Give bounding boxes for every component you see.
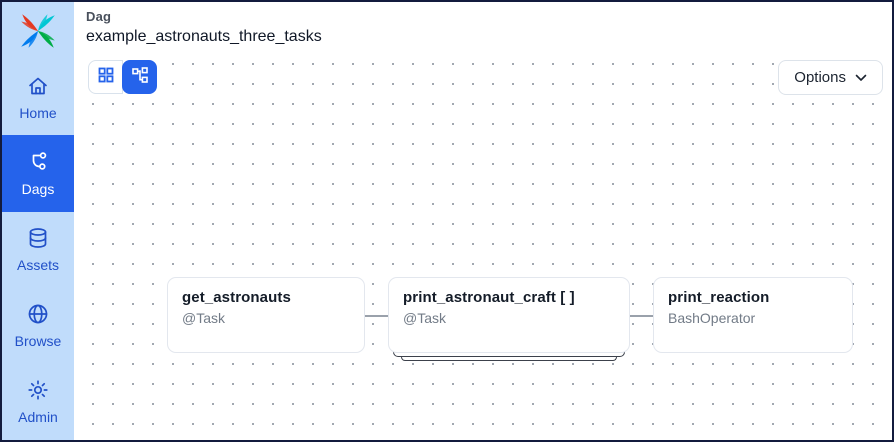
sidebar: Home Dags Assets: [2, 2, 74, 440]
task-operator-label: @Task: [403, 310, 446, 326]
sidebar-item-label: Home: [19, 104, 57, 121]
gear-icon: [26, 378, 50, 402]
task-title: print_reaction: [668, 289, 770, 306]
sidebar-item-admin[interactable]: Admin: [2, 364, 74, 440]
task-title: get_astronauts: [182, 289, 291, 306]
grid-view-button[interactable]: [88, 60, 123, 94]
sidebar-item-label: Admin: [18, 409, 58, 426]
graph-view-button[interactable]: [122, 60, 157, 94]
home-icon: [26, 74, 50, 98]
dag-icon: [26, 150, 50, 174]
task-title: print_astronaut_craft [ ]: [403, 289, 575, 306]
sidebar-item-label: Dags: [21, 181, 55, 198]
sidebar-item-label: Assets: [16, 257, 59, 274]
options-button[interactable]: Options: [778, 60, 883, 95]
database-icon: [26, 226, 50, 250]
sidebar-item-home[interactable]: Home: [2, 59, 74, 135]
dag-graph-canvas[interactable]: Options get_astronauts @Task print_astro…: [74, 55, 892, 440]
view-toggle-group: [88, 60, 157, 94]
task-operator-label: BashOperator: [668, 310, 756, 326]
task-operator-label: @Task: [182, 310, 225, 326]
graph-view-icon: [131, 66, 149, 89]
sidebar-item-browse[interactable]: Browse: [2, 288, 74, 364]
mapped-task-stack-layer: [401, 357, 617, 361]
chevron-down-icon: [855, 69, 867, 86]
airflow-logo[interactable]: [2, 2, 74, 59]
main-panel: Dag example_astronauts_three_tasks: [74, 2, 892, 440]
airflow-pinwheel-icon: [21, 13, 55, 48]
edge-get-astronauts-to-print-astronaut-craft: [365, 315, 389, 317]
task-node-print-reaction[interactable]: print_reaction BashOperator: [653, 277, 853, 353]
task-node-print-astronaut-craft[interactable]: print_astronaut_craft [ ] @Task: [388, 277, 630, 361]
options-button-label: Options: [794, 69, 846, 86]
task-node-get-astronauts[interactable]: get_astronauts @Task: [167, 277, 365, 353]
grid-view-icon: [97, 66, 115, 89]
globe-icon: [26, 302, 50, 326]
sidebar-item-label: Browse: [14, 333, 62, 350]
sidebar-item-assets[interactable]: Assets: [2, 212, 74, 288]
dag-breadcrumb-label: Dag: [86, 9, 112, 24]
dag-title: example_astronauts_three_tasks: [86, 28, 322, 45]
edge-print-astronaut-craft-to-print-reaction: [630, 315, 654, 317]
sidebar-item-dags[interactable]: Dags: [2, 135, 74, 212]
